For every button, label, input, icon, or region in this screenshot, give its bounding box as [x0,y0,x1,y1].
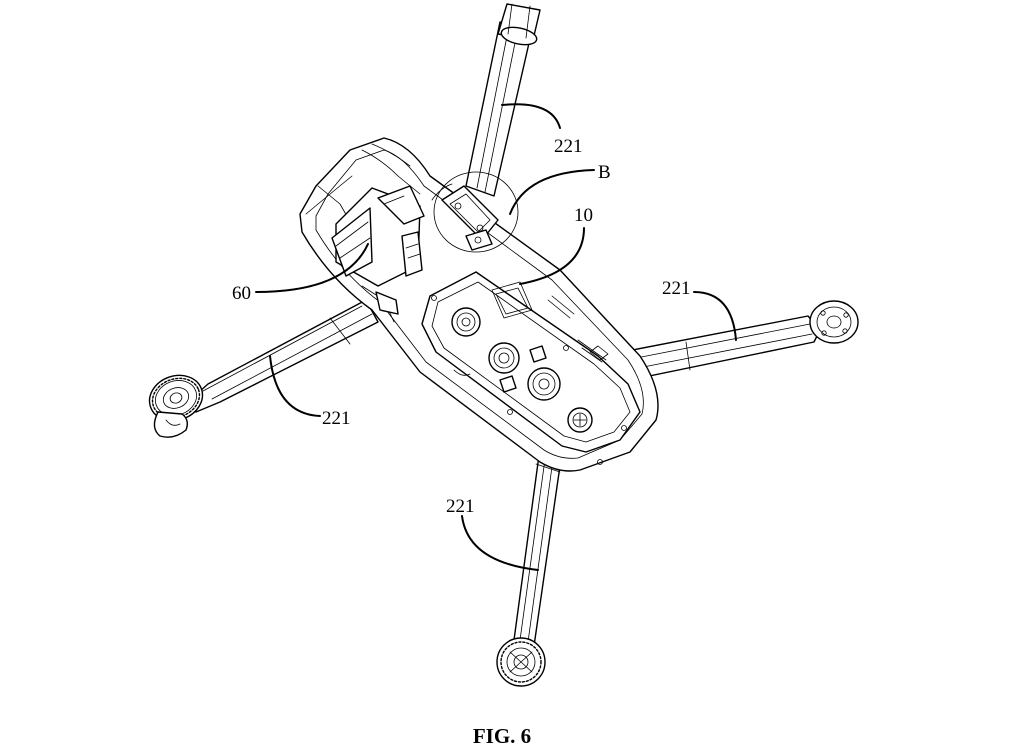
arm-hinge [431,171,519,253]
arm-left [189,299,379,413]
label-arm-right: 221 [662,278,691,299]
arm-bottom [513,447,563,647]
label-gimbal: 60 [232,283,251,304]
leader-arm-top [501,103,561,129]
motor-right [809,300,859,344]
label-arm-left: 221 [322,408,351,429]
label-detail-b: B [598,162,611,183]
leader-lines [255,103,737,571]
arm-top [465,3,541,197]
motor-bottom [496,637,546,687]
motor-left [148,374,204,438]
leader-gimbal [255,243,369,293]
label-arm-bottom: 221 [446,496,475,517]
figure-caption: FIG. 6 [473,724,531,748]
label-body: 10 [574,205,593,226]
leader-body [519,227,585,285]
leader-arm-right [693,291,737,341]
leader-arm-bottom [461,515,539,571]
label-arm-top: 221 [554,136,583,157]
reference-labels: 221 B 10 60 221 221 221 [232,136,691,517]
leader-detail-b [509,169,595,215]
leader-arm-left [269,355,321,417]
